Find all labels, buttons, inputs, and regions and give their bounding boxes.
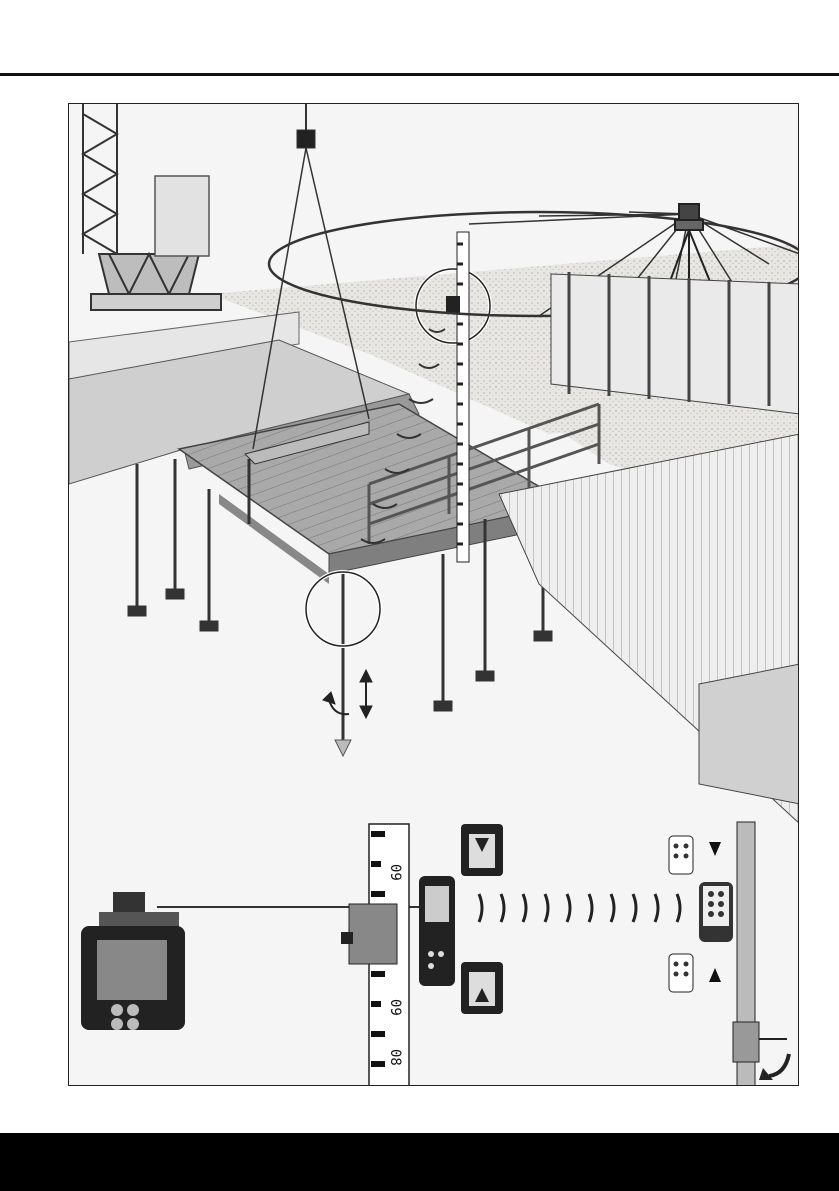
- distant-building: [155, 176, 209, 256]
- header-rule: [0, 73, 839, 76]
- remote-control-icon: [699, 882, 733, 942]
- receiver-display-top-icon: [461, 824, 503, 876]
- staff-label-bottom: 08: [387, 1049, 403, 1066]
- staff-label-upper: 09: [387, 864, 403, 881]
- footer-bar: [0, 1133, 839, 1191]
- staff-label-lower: 09: [387, 999, 403, 1016]
- construction-laser-illustration: 09 09 08: [69, 104, 799, 1086]
- receiver-display-bottom-icon: [461, 962, 503, 1014]
- illustration-frame: 09 09 08: [68, 103, 799, 1086]
